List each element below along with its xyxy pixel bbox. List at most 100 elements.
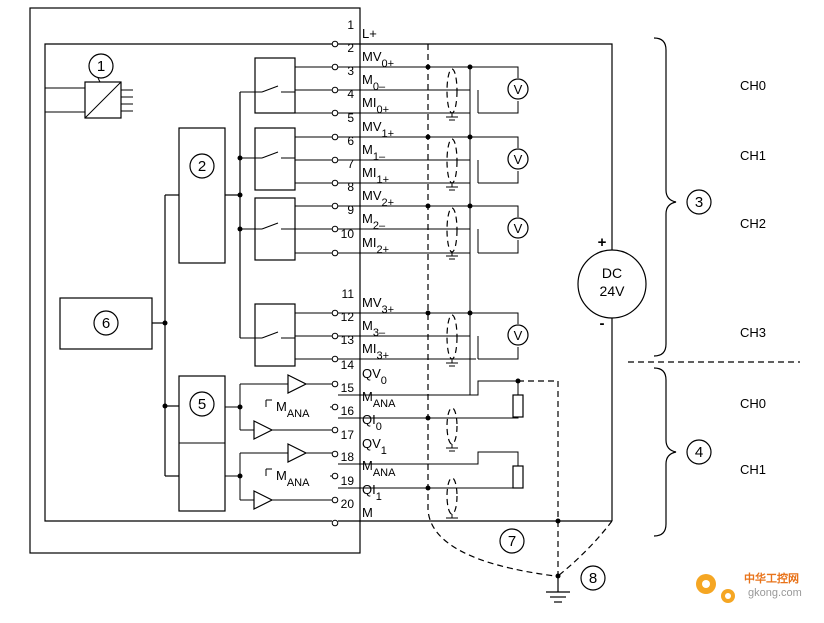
dc-supply xyxy=(577,249,647,319)
terminal-number: 8 xyxy=(347,180,354,194)
terminal-number: 1 xyxy=(347,18,354,32)
terminal-screw xyxy=(331,450,339,458)
terminal-1: 1L+ xyxy=(331,18,377,48)
voltmeter-icon xyxy=(507,148,529,170)
terminal-screw xyxy=(331,86,339,94)
terminal-screw xyxy=(331,40,339,48)
voltmeter-symbol: V xyxy=(514,152,523,167)
terminal-label: QI0 xyxy=(362,412,382,433)
terminal-number: 12 xyxy=(341,310,355,324)
shield-dashed-line-2 xyxy=(518,380,559,576)
terminal-screw xyxy=(331,63,339,71)
svg-text:8: 8 xyxy=(589,570,597,587)
terminal-number: 9 xyxy=(347,203,354,217)
field-output-0 xyxy=(338,380,524,452)
terminal-number: 13 xyxy=(341,333,355,347)
callout-6: 6 xyxy=(93,310,119,336)
terminal-screw xyxy=(331,249,339,257)
terminal-label: M xyxy=(362,505,373,520)
callout-1: 1 xyxy=(88,53,114,79)
svg-text:7: 7 xyxy=(508,533,516,550)
internal-mana-label: MANA xyxy=(276,468,310,489)
input-ch0: CH0 xyxy=(740,78,766,93)
terminal-20: 20M xyxy=(331,497,373,527)
terminal-number: 6 xyxy=(347,134,354,148)
module-frame xyxy=(29,7,361,554)
terminal-label: MANA xyxy=(362,458,396,479)
terminal-number: 4 xyxy=(347,87,354,101)
terminal-number: 7 xyxy=(347,157,354,171)
field-input-2: V xyxy=(338,203,529,260)
svg-text:1: 1 xyxy=(97,58,105,75)
load-resistor xyxy=(512,465,524,489)
supply-minus: - xyxy=(600,315,605,332)
block-bus-interface xyxy=(59,297,153,350)
terminal-screw xyxy=(331,225,339,233)
voltmeter-symbol: V xyxy=(514,328,523,343)
terminal-number: 14 xyxy=(341,358,355,372)
watermark: 中华工控网 gkong.com xyxy=(696,571,802,603)
terminal-screw xyxy=(331,156,339,164)
input-ch2: CH2 xyxy=(740,216,766,231)
terminal-number: 10 xyxy=(341,227,355,241)
terminal-label: QV0 xyxy=(362,366,387,387)
terminal-number: 19 xyxy=(341,474,355,488)
field-input-3: V xyxy=(338,310,529,367)
supply-plus: + xyxy=(598,234,607,251)
callout-2: 2 xyxy=(189,153,215,179)
terminal-screw xyxy=(331,332,339,340)
terminal-screw xyxy=(331,133,339,141)
terminal-screw xyxy=(331,309,339,317)
callout-7: 7 xyxy=(499,528,525,554)
output-channel-0: MANA xyxy=(225,374,332,440)
watermark-url: gkong.com xyxy=(748,587,802,599)
terminal-screw xyxy=(331,472,339,480)
terminal-screw xyxy=(331,109,339,117)
svg-text:5: 5 xyxy=(198,396,206,413)
terminal-number: 11 xyxy=(342,287,355,301)
terminal-label: QI1 xyxy=(362,482,382,503)
svg-text:6: 6 xyxy=(102,315,110,332)
callout-4: 4 xyxy=(686,439,712,465)
voltmeter-symbol: V xyxy=(514,82,523,97)
brace-inputs xyxy=(653,37,677,357)
terminal-screw xyxy=(331,355,339,363)
voltmeter-icon xyxy=(507,324,529,346)
supply-line2: 24V xyxy=(600,283,626,299)
block-adc xyxy=(178,127,226,264)
supply-line1: DC xyxy=(602,265,622,281)
terminal-screw xyxy=(331,380,339,388)
terminal-number: 2 xyxy=(347,41,354,55)
channel-switch-3 xyxy=(240,303,296,367)
terminal-label: MANA xyxy=(362,389,396,410)
terminal-screw xyxy=(331,426,339,434)
output-ch0: CH0 xyxy=(740,396,766,411)
terminal-number: 5 xyxy=(347,111,354,125)
terminal-number: 18 xyxy=(341,450,355,464)
svg-text:4: 4 xyxy=(695,444,703,461)
terminal-number: 15 xyxy=(341,381,355,395)
brace-outputs xyxy=(653,367,677,537)
terminal-label: QV1 xyxy=(362,436,387,457)
terminal-screw xyxy=(331,519,339,527)
svg-text:3: 3 xyxy=(695,194,703,211)
terminal-label: L+ xyxy=(362,26,377,41)
callout-8: 8 xyxy=(580,565,606,591)
terminal-screw xyxy=(331,496,339,504)
voltmeter-icon xyxy=(507,217,529,239)
output-channel-1: MANA xyxy=(225,406,332,510)
shield-dashed-line xyxy=(427,44,556,577)
channel-switch-0 xyxy=(240,57,296,114)
channel-switch-1 xyxy=(240,127,296,191)
terminal-screw xyxy=(331,179,339,187)
lplus-wire xyxy=(338,43,613,250)
